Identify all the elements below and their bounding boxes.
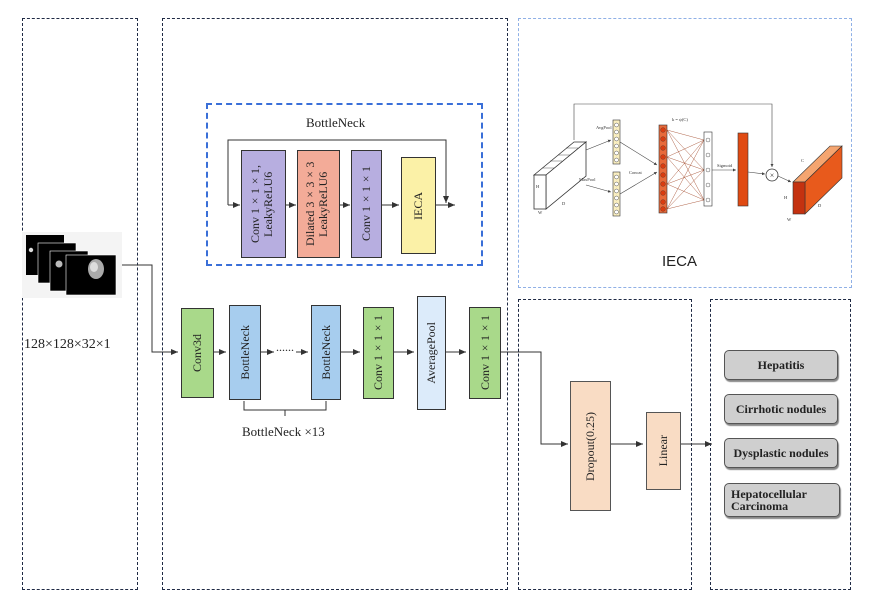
svg-text:D: D — [562, 201, 566, 206]
conv1x1x1-block-2: Conv 1×1×1 — [469, 307, 501, 399]
conv3d-block: Conv3d — [181, 308, 214, 398]
averagepool-block: AveragePool — [417, 296, 446, 410]
bottleneck-detail-title: BottleNeck — [306, 115, 366, 130]
svg-text:W: W — [787, 217, 792, 222]
linear-block: Linear — [646, 412, 681, 490]
ieca-output-feature — [792, 145, 843, 215]
output-dysplastic-nodules: Dysplastic nodules — [724, 438, 838, 468]
ieca-k-label: k = ψ(C) — [672, 117, 688, 122]
bn-dilated-conv-block: Dilated 3×3×3 LeakyReLU6 — [297, 150, 340, 258]
svg-text:W: W — [538, 210, 543, 215]
bottleneck-block-first: BottleNeck — [229, 305, 261, 400]
ieca-concat-label: Concat — [629, 170, 642, 175]
output-hepatitis: Hepatitis — [724, 350, 838, 380]
input-dims-label: 128×128×32×1 — [24, 337, 111, 352]
bottleneck-ellipsis: ...... — [276, 340, 294, 354]
input-panel — [22, 18, 138, 590]
ieca-maxpool-label: MaxPool — [579, 177, 596, 182]
network-panel — [162, 18, 508, 590]
ieca-panel — [518, 18, 852, 288]
output-hepatocellular-carcinoma: Hepatocellular Carcinoma — [724, 483, 840, 517]
bn-ieca-block: IECA — [401, 157, 436, 254]
bn-conv-leakyrelu-block: Conv 1×1×1, LeakyReLU6 — [241, 150, 286, 258]
svg-text:×: × — [770, 171, 775, 180]
ieca-sigmoid-label: Sigmoid — [717, 163, 733, 168]
bn-conv-block: Conv 1×1×1 — [351, 150, 382, 258]
ieca-input-feature — [532, 141, 588, 210]
svg-text:H: H — [784, 195, 788, 200]
bottleneck-repeat-label: BottleNeck ×13 — [242, 424, 325, 439]
bottleneck-detail-panel — [206, 103, 483, 266]
ieca-avgpool-label: AvgPool — [596, 125, 612, 130]
ieca-label: IECA — [662, 253, 698, 270]
bottleneck-block-last: BottleNeck — [311, 305, 341, 400]
dropout-block: Dropout(0.25) — [570, 381, 611, 511]
conv1x1x1-block: Conv 1×1×1 — [363, 307, 394, 399]
svg-text:D: D — [818, 203, 822, 208]
svg-text:H: H — [536, 184, 540, 189]
output-cirrhotic-nodules: Cirrhotic nodules — [724, 394, 838, 424]
svg-text:C: C — [801, 158, 804, 163]
